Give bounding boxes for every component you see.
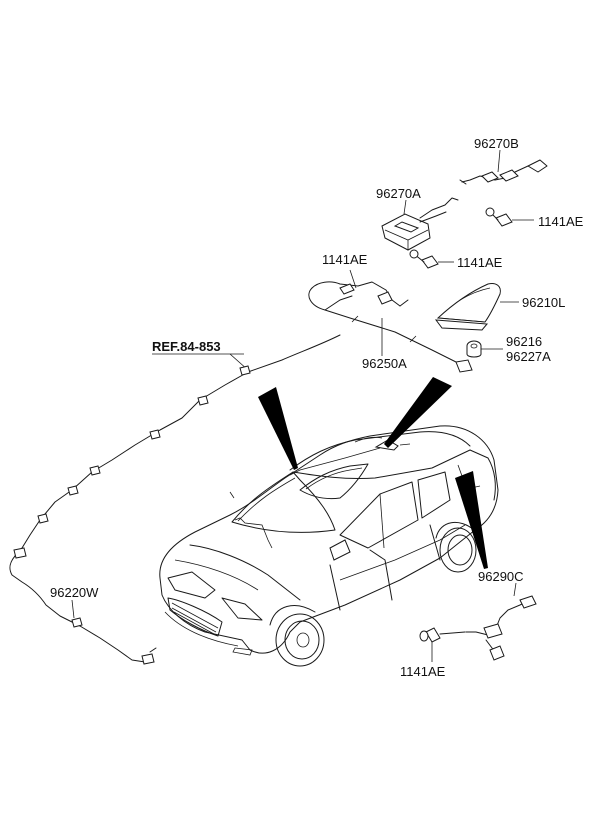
- label-ref: REF.84-853: [152, 339, 221, 354]
- part-96220W-cable: [9, 334, 341, 665]
- label-1141AE-mid: 1141AE: [457, 255, 503, 270]
- car-illustration: [159, 425, 499, 667]
- label-96270B: 96270B: [474, 136, 519, 151]
- callout-wedge-bottom: [455, 471, 488, 569]
- label-1141AE-bottom: 1141AE: [400, 664, 446, 679]
- part-96290C-cable: [465, 595, 537, 661]
- part-96216-nut: [466, 340, 482, 358]
- label-1141AE-top: 1141AE: [538, 214, 584, 229]
- part-bolt-1141AE-top: [485, 207, 513, 227]
- part-96250A-harness: [308, 281, 473, 373]
- part-96270B-cable: [459, 159, 548, 185]
- label-96290C: 96290C: [478, 569, 524, 584]
- callout-wedge-right: [384, 377, 452, 448]
- part-bolt-1141AE-bottom: [419, 627, 466, 643]
- part-bolt-1141AE-mid: [409, 249, 439, 269]
- part-96210L-shark-fin: [434, 283, 501, 331]
- part-96270A-module: [381, 197, 459, 251]
- label-96216: 96216: [506, 334, 542, 349]
- label-96220W: 96220W: [50, 585, 99, 600]
- label-96250A: 96250A: [362, 356, 407, 371]
- label-96270A: 96270A: [376, 186, 421, 201]
- label-1141AE-left: 1141AE: [322, 252, 368, 267]
- label-96210L: 96210L: [522, 295, 565, 310]
- callout-wedge-left: [258, 387, 298, 470]
- label-96227A: 96227A: [506, 349, 551, 364]
